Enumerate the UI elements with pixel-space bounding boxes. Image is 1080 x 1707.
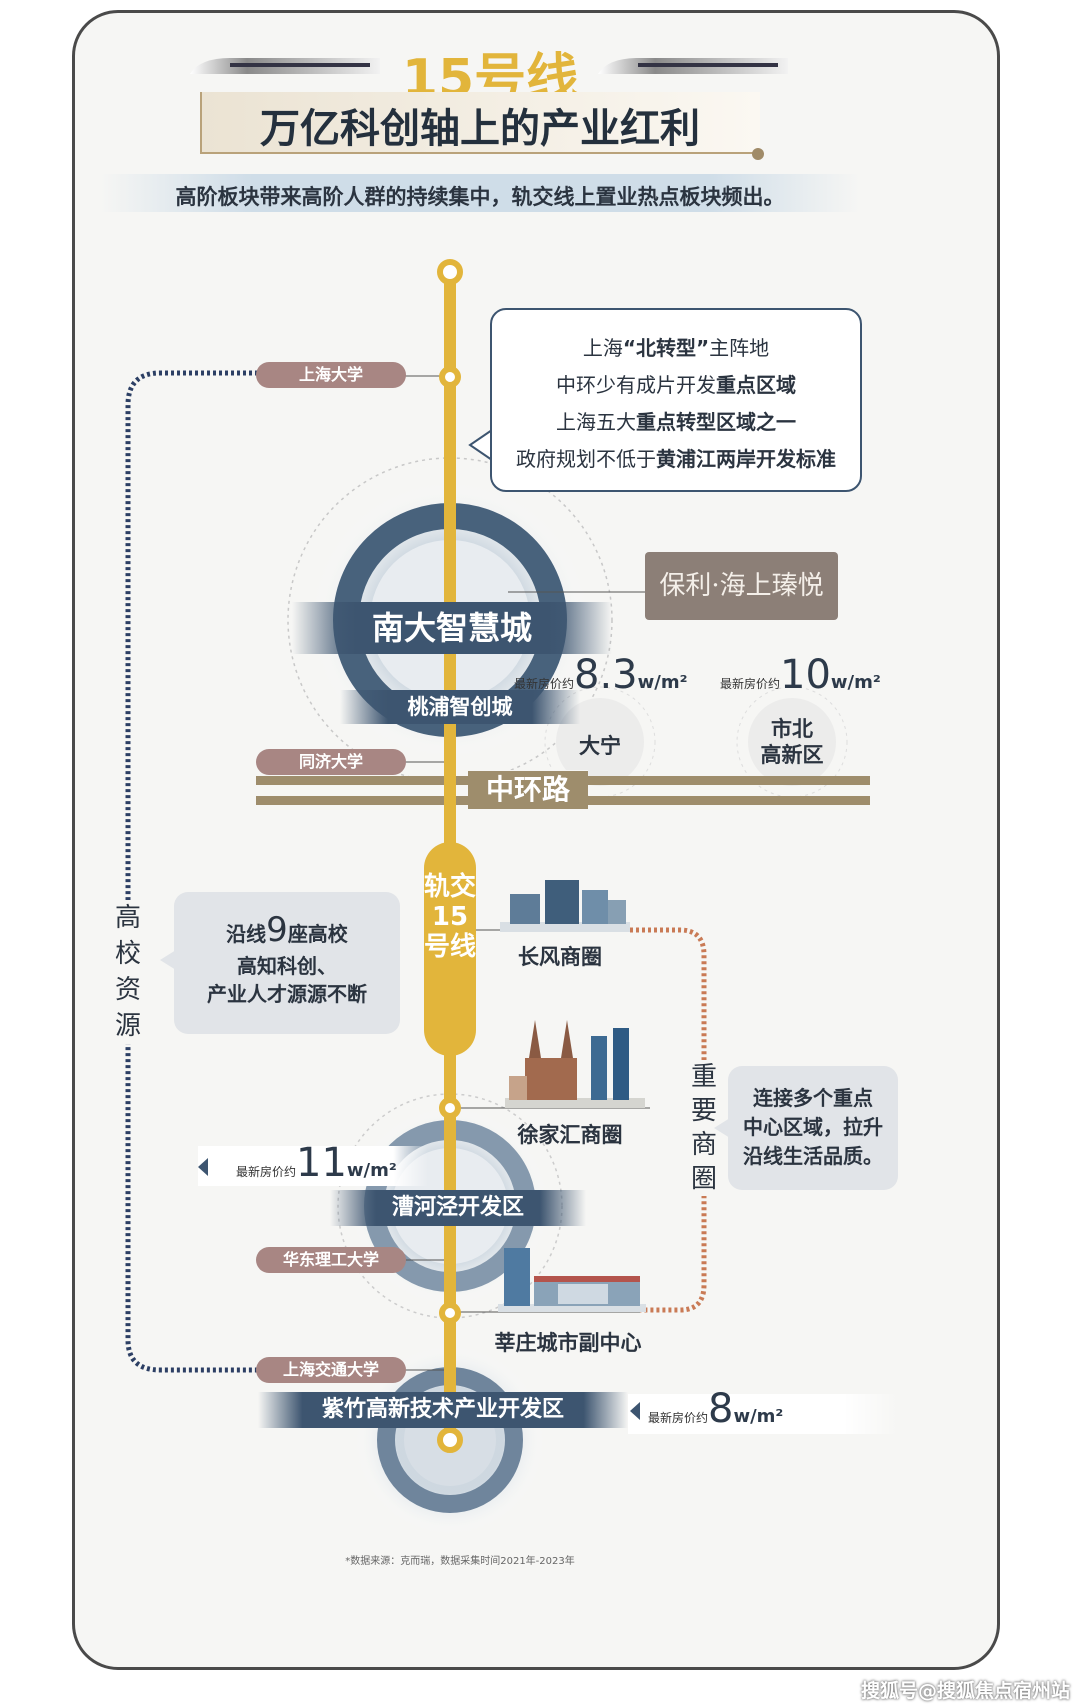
district-label: 徐家汇商圈 <box>517 1123 623 1147</box>
price-caohejing: 最新房价约11w/m² <box>236 1140 397 1186</box>
university-tag: 同济大学 <box>256 749 406 775</box>
footnote: *数据来源：克而瑞，数据采集时间2021年-2023年 <box>345 1556 575 1567</box>
zone-daning: 大宁 <box>579 734 621 758</box>
zone-taopu: 桃浦智创城 <box>340 690 580 724</box>
zone-shibei: 市北 高新区 <box>760 717 824 767</box>
university-tag: 上海大学 <box>256 362 406 388</box>
metro-line-label: 轨交15号线 <box>424 842 476 1056</box>
changfeng-image <box>500 872 630 932</box>
xujiahui-image <box>505 1018 645 1108</box>
district-label: 长风商圈 <box>518 945 602 969</box>
brand-tag: 保利·海上瑧悦 <box>645 552 838 620</box>
zizhu-price-arrow <box>630 1402 640 1420</box>
price-value: 8.3 <box>574 652 638 698</box>
left-vertical-label: 高校资源 <box>112 900 144 1044</box>
station-xinzhuang <box>439 1302 461 1324</box>
station-terminal-south <box>437 1427 463 1453</box>
subtitle-bar <box>100 174 860 212</box>
left-info-bubble: 沿线9座高校 高知科创、 产业人才源源不断 <box>174 892 400 1034</box>
zone-zizhu: 紫竹高新技术产业开发区 <box>258 1392 628 1428</box>
xinzhuang-image <box>498 1248 646 1312</box>
district-label: 莘庄城市副中心 <box>494 1331 642 1355</box>
station-terminal-north <box>437 259 463 285</box>
train-image-right <box>598 52 788 80</box>
train-image-left <box>190 52 380 80</box>
subtitle: 高阶板块带来高阶人群的持续集中，轨交线上置业热点板块频出。 <box>175 185 785 209</box>
main-title: 万亿科创轴上的产业红利 <box>260 106 700 152</box>
station-xujiahui <box>439 1097 461 1119</box>
title-dot <box>752 148 764 160</box>
zone-caohejing: 漕河泾开发区 <box>330 1190 586 1226</box>
price-zizhu: 最新房价约8w/m² <box>648 1386 784 1432</box>
price-shibei: 最新房价约10w/m² <box>720 652 881 698</box>
caohejing-price-arrow <box>198 1158 208 1176</box>
station-shanghai-university <box>439 366 461 388</box>
university-tag: 上海交通大学 <box>256 1357 406 1383</box>
zizhu-price-bar <box>628 1394 898 1434</box>
price-value: 10 <box>780 652 831 698</box>
price-daning: 最新房价约8.3w/m² <box>514 652 688 698</box>
zone-nanda: 南大智慧城 <box>292 602 612 654</box>
watermark: 搜狐号@搜狐焦点宿州站 <box>860 1680 1070 1702</box>
price-value: 8 <box>708 1386 734 1432</box>
university-tag: 华东理工大学 <box>256 1247 406 1273</box>
price-value: 11 <box>296 1140 347 1186</box>
right-bubble-pointer <box>714 1118 730 1138</box>
right-info-bubble: 连接多个重点 中心区域，拉升 沿线生活品质。 <box>728 1066 898 1190</box>
ring-road-label: 中环路 <box>468 771 588 809</box>
main-title-bg <box>200 92 760 154</box>
caohejing-price-bar <box>198 1146 428 1186</box>
top-info-box: 上海“北转型”主阵地 中环少有成片开发重点区域 上海五大重点转型区域之一 政府规… <box>490 308 862 492</box>
left-bubble-pointer <box>160 950 176 970</box>
